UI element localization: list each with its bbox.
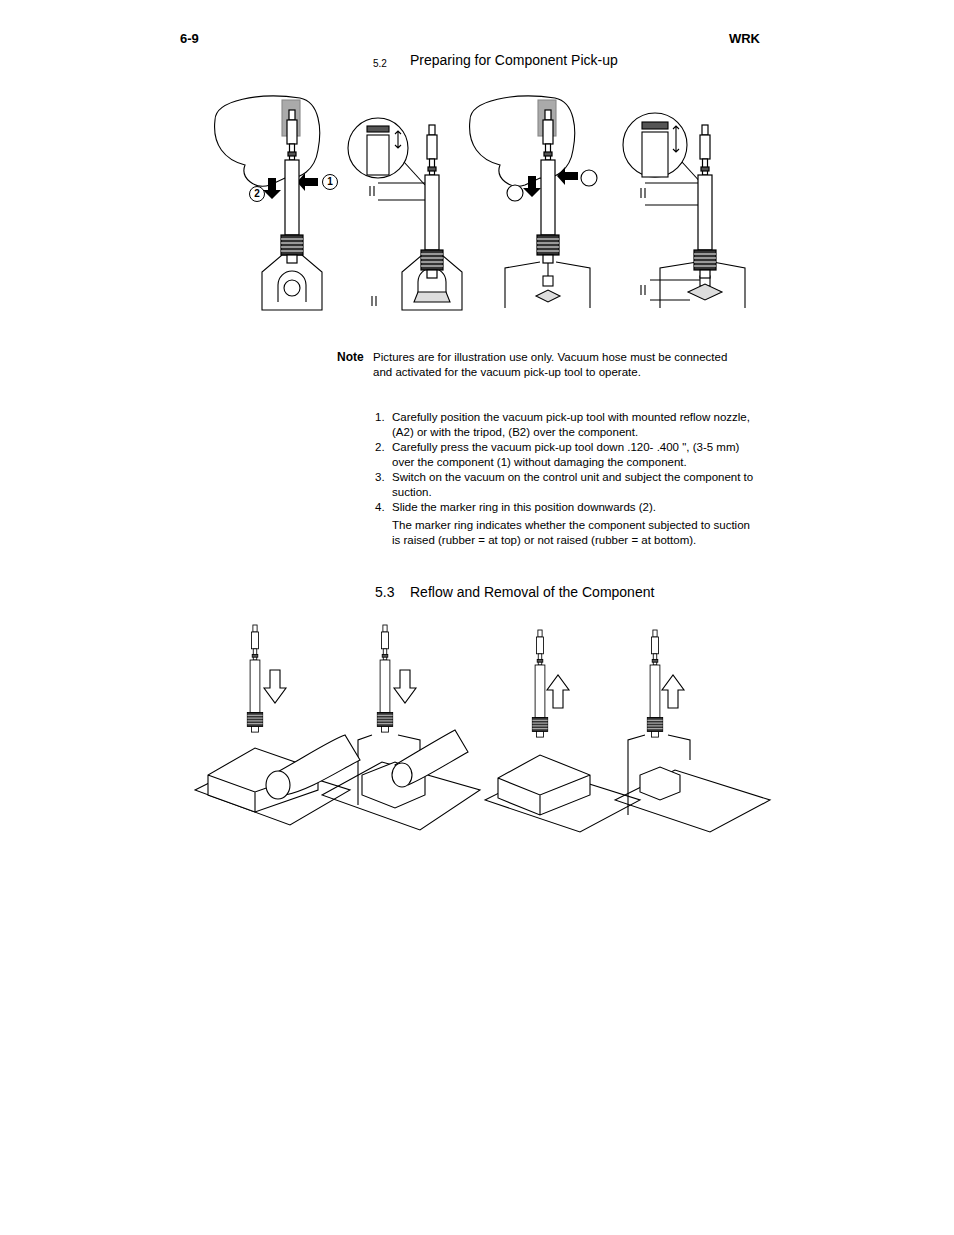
callout-text: 1	[327, 177, 333, 187]
callout-number: 1	[322, 174, 338, 190]
step-number: 4.	[375, 500, 392, 515]
section-title: Reflow and Removal of the Component	[410, 585, 740, 600]
section-number: 5.2	[373, 56, 403, 71]
step-number: 2.	[375, 440, 392, 455]
step-text: Carefully position the vacuum pick-up to…	[392, 410, 754, 440]
section-title: Preparing for Component Pick-up	[410, 53, 740, 68]
note-text: Pictures are for illustration use only. …	[373, 350, 738, 380]
step-detail: The marker ring indicates whether the co…	[392, 518, 754, 548]
callout-number: 2	[249, 186, 265, 202]
step-number: 1.	[375, 410, 392, 425]
step-text: Switch on the vacuum on the control unit…	[392, 470, 754, 500]
page-number: 6-9	[180, 31, 240, 46]
step-text: Slide the marker ring in this position d…	[392, 500, 754, 515]
step-number: 3.	[375, 470, 392, 485]
callout-text: 2	[254, 189, 260, 199]
manual-code: WRK	[700, 31, 760, 46]
step-text: Carefully press the vacuum pick-up tool …	[392, 440, 754, 470]
section-number: 5.3	[375, 585, 405, 600]
note-label: Note	[337, 350, 377, 365]
